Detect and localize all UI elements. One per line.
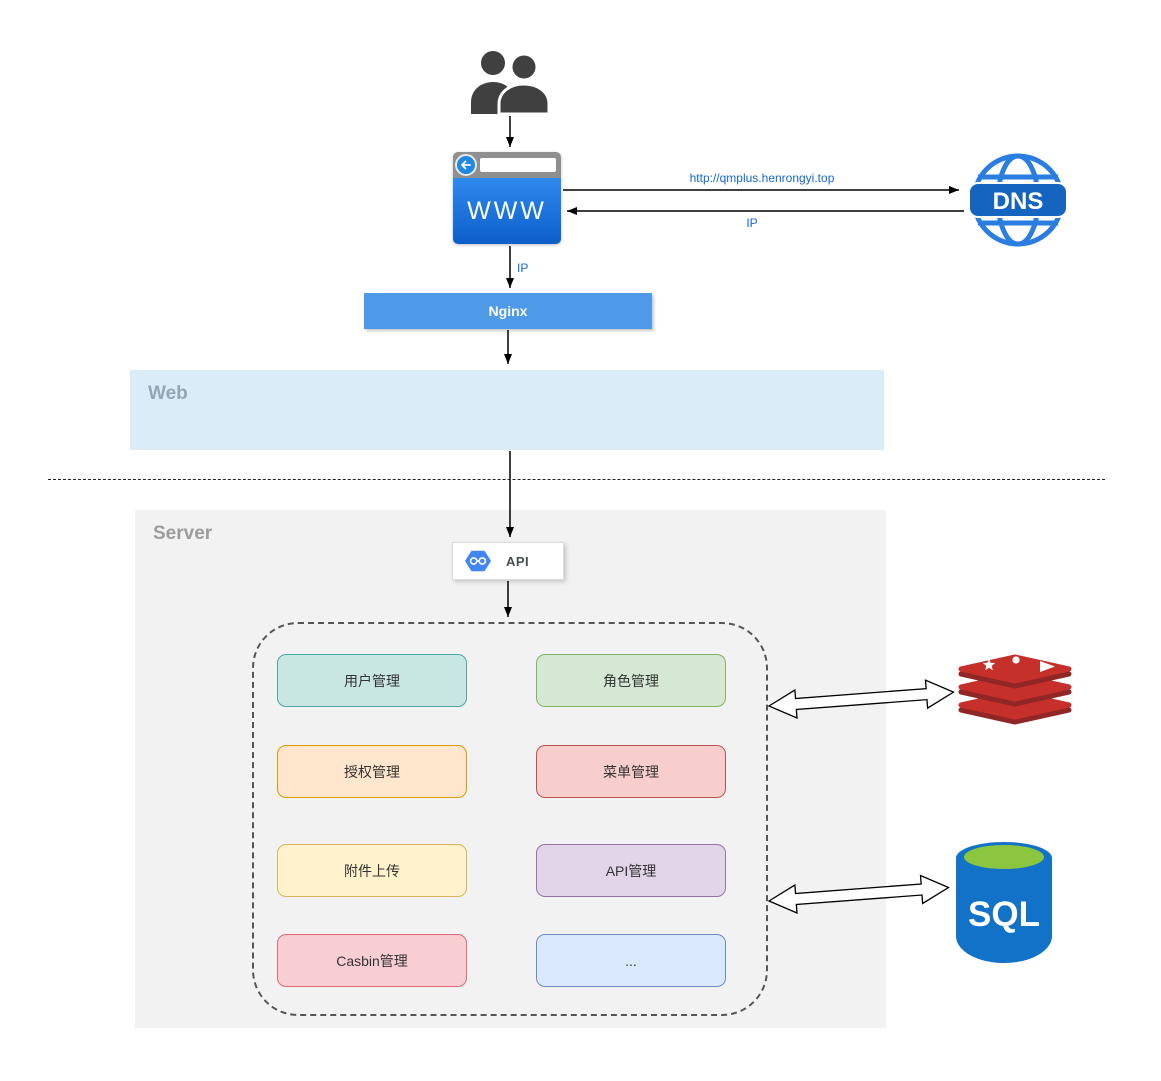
module-label: 附件上传 [344, 862, 400, 879]
dns-label: DNS [993, 188, 1044, 215]
nginx-node: Nginx [364, 293, 652, 329]
sql-label: SQL [968, 895, 1040, 934]
module-label: API管理 [605, 862, 657, 879]
browser-toolbar [453, 152, 561, 178]
browser-label: WWW [467, 196, 547, 225]
module-api-management: API管理 [536, 844, 726, 897]
zone-server-label: Server [153, 523, 213, 544]
browser-body: WWW [453, 178, 561, 244]
users-icon [471, 51, 551, 114]
module-label: Casbin管理 [336, 952, 408, 969]
api-hexagon-icon [465, 550, 491, 572]
back-arrow-icon [455, 154, 477, 176]
api-label: API [506, 553, 530, 569]
zone-server: Server [135, 510, 886, 1028]
dns-icon: DNS [968, 153, 1068, 247]
nginx-label: Nginx [488, 303, 528, 319]
zone-web-label: Web [148, 383, 188, 404]
module-label: 角色管理 [603, 672, 659, 689]
sql-database-icon: SQL [956, 842, 1052, 963]
web-server-divider [48, 479, 1105, 480]
redis-icon [958, 654, 1072, 725]
module-attachment-upload: 附件上传 [277, 844, 467, 897]
module-label: 菜单管理 [603, 763, 659, 780]
edge-label-ip-response: IP [746, 216, 758, 230]
module-casbin-management: Casbin管理 [277, 934, 467, 987]
zone-web: Web [130, 370, 884, 450]
module-menu-management: 菜单管理 [536, 745, 726, 798]
browser-node: WWW [453, 152, 561, 244]
module-label: ... [625, 952, 637, 969]
module-label: 用户管理 [344, 672, 400, 689]
api-node: API [452, 542, 564, 580]
module-role-management: 角色管理 [536, 654, 726, 707]
module-label: 授权管理 [344, 763, 400, 780]
edge-label-ip-to-nginx: IP [517, 261, 529, 275]
browser-address-bar [480, 158, 556, 172]
module-authorization-management: 授权管理 [277, 745, 467, 798]
modules-container [252, 622, 768, 1016]
module-user-management: 用户管理 [277, 654, 467, 707]
module-more: ... [536, 934, 726, 987]
edge-label-url: http://qmplus.henrongyi.top [689, 171, 835, 185]
